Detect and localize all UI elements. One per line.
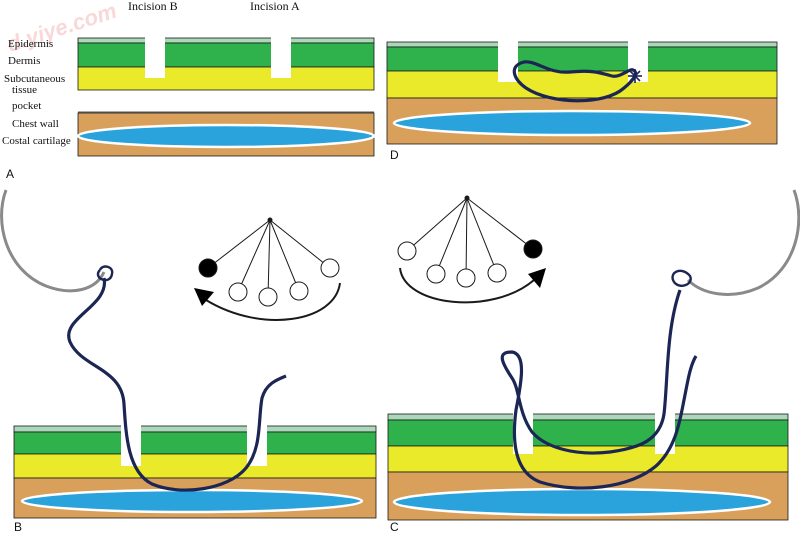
epidermis-label: Epidermis bbox=[8, 38, 53, 50]
epidermis-layer bbox=[387, 413, 789, 421]
panel-c-label: C bbox=[390, 520, 399, 534]
incision-a-notch bbox=[655, 412, 675, 454]
epidermis-layer bbox=[386, 41, 778, 48]
suture-thread bbox=[500, 289, 698, 490]
suture-thread bbox=[67, 277, 287, 492]
costal-cartilage bbox=[20, 488, 364, 514]
panel-b: B bbox=[0, 189, 377, 534]
buried-suture-loop bbox=[512, 60, 638, 103]
panel-d-label: D bbox=[390, 148, 399, 162]
pocket-label: pocket bbox=[12, 100, 41, 112]
subcutaneous-label: Subcutaneous bbox=[4, 73, 65, 85]
dermis-layer bbox=[386, 46, 778, 72]
epidermis-layer bbox=[13, 425, 377, 433]
suture-knot-icon bbox=[671, 269, 692, 287]
panel-a: Incision B Incision A Epidermis Dermis S… bbox=[2, 0, 376, 181]
subcutaneous-layer bbox=[77, 66, 375, 91]
incision-a-notch bbox=[271, 36, 291, 78]
pendulum-right-icon bbox=[397, 195, 546, 304]
costal-cartilage bbox=[392, 487, 772, 517]
panel-a-label: A bbox=[6, 167, 14, 181]
costal-cartilage bbox=[76, 123, 376, 149]
subcutaneous-layer bbox=[13, 453, 377, 479]
costal-cartilage-label: Costal cartilage bbox=[2, 135, 71, 147]
pendulum-left-icon bbox=[194, 217, 341, 321]
dermis-layer bbox=[387, 419, 789, 447]
incision-a-header: Incision A bbox=[250, 0, 300, 13]
curved-needle-icon bbox=[0, 189, 106, 293]
epidermis-layer bbox=[77, 37, 375, 44]
dermis-layer bbox=[13, 431, 377, 455]
dermis-layer bbox=[77, 42, 375, 68]
chest-wall-label: Chest wall bbox=[12, 118, 59, 130]
tissue-label: tissue bbox=[12, 84, 37, 96]
panel-b-label: B bbox=[14, 520, 22, 534]
subcutaneous-layer bbox=[387, 445, 789, 473]
suture-knot-icon bbox=[628, 69, 642, 83]
incision-b-header: Incision B bbox=[128, 0, 178, 13]
incision-b-notch bbox=[145, 36, 165, 78]
panel-d: D bbox=[386, 40, 778, 162]
subcutaneous-layer bbox=[386, 70, 778, 99]
curved-needle-icon bbox=[686, 189, 800, 296]
suture-knot-icon bbox=[96, 265, 114, 282]
dermis-label: Dermis bbox=[8, 55, 40, 67]
panel-c: C bbox=[387, 189, 800, 534]
costal-cartilage bbox=[392, 109, 752, 137]
